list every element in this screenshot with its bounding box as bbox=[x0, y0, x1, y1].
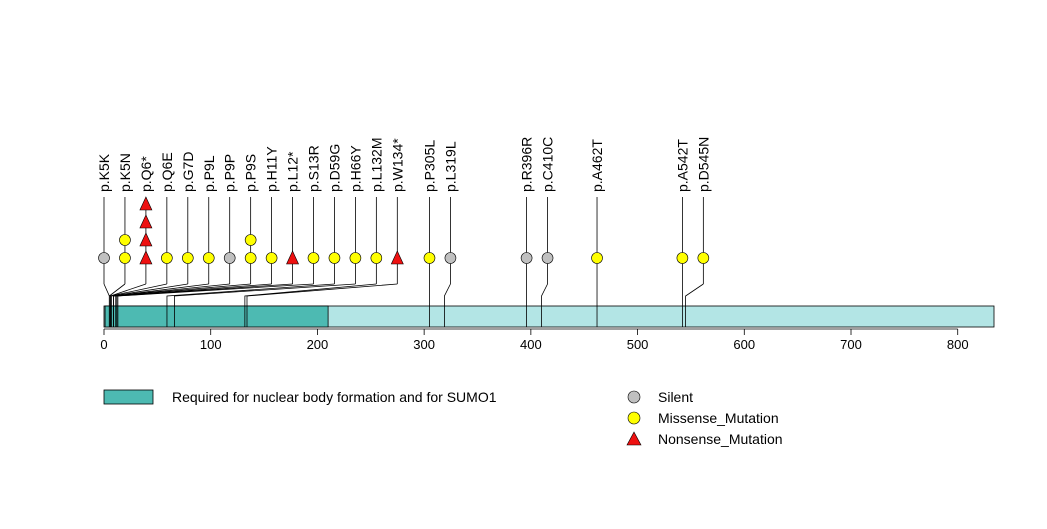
mutation-label-p-p9s: p.P9S bbox=[243, 154, 259, 192]
marker-p-p9s-1 bbox=[244, 234, 257, 246]
marker-p-h11y-0 bbox=[265, 252, 278, 264]
marker-p-l319l-0 bbox=[444, 252, 457, 264]
mutation-label-p-p305l: p.P305L bbox=[421, 140, 437, 192]
marker-p-k5n-1 bbox=[119, 234, 131, 246]
legend-marker-missense-mutation bbox=[627, 411, 641, 425]
marker-p-l132m-0 bbox=[370, 252, 383, 264]
legend-marker-silent bbox=[627, 390, 641, 404]
x-tick-label-400: 400 bbox=[520, 337, 542, 352]
marker-p-l12-0 bbox=[286, 250, 300, 265]
marker-p-r396r-0 bbox=[520, 252, 533, 264]
mutation-label-p-d545n: p.D545N bbox=[695, 137, 711, 192]
mutation-label-p-s13r: p.S13R bbox=[306, 145, 322, 192]
mutation-label-p-k5k: p.K5K bbox=[96, 153, 112, 192]
marker-p-d545n-0 bbox=[697, 252, 710, 264]
marker-p-p305l-0 bbox=[423, 252, 436, 264]
mutation-label-p-p9l: p.P9L bbox=[201, 155, 217, 192]
x-axis: 0 100 200 300 400 500 600 700 800 bbox=[100, 328, 969, 352]
lollipop-stems bbox=[103, 197, 704, 284]
mutation-markers bbox=[98, 196, 710, 265]
marker-p-d59g-0 bbox=[328, 252, 341, 264]
marker-p-a462t-0 bbox=[591, 252, 603, 264]
x-tick-label-100: 100 bbox=[200, 337, 222, 352]
marker-p-q6e-0 bbox=[161, 252, 173, 264]
marker-p-k5k-0 bbox=[98, 252, 110, 264]
legend-domain-label: Required for nuclear body formation and … bbox=[172, 389, 497, 405]
mutation-label-p-r396r: p.R396R bbox=[519, 137, 535, 192]
marker-p-w134-0 bbox=[390, 250, 404, 265]
mutation-label-p-c410c: p.C410C bbox=[540, 137, 556, 192]
legend-label-silent: Silent bbox=[658, 389, 693, 405]
mutation-label-p-w134: p.W134* bbox=[389, 138, 405, 192]
marker-p-g7d-0 bbox=[182, 252, 194, 264]
legend-domain-swatch bbox=[103, 389, 154, 405]
marker-p-q6-1 bbox=[139, 232, 153, 247]
marker-p-q6-3 bbox=[139, 196, 153, 211]
legend-marker-nonsense-mutation bbox=[626, 431, 642, 446]
mutation-label-p-h11y: p.H11Y bbox=[264, 146, 280, 192]
legend-label-missense-mutation: Missense_Mutation bbox=[658, 410, 779, 426]
mutation-label-p-l132m: p.L132M bbox=[368, 138, 384, 192]
mutation-label-p-h66y: p.H66Y bbox=[347, 145, 363, 192]
domain-bar-required-for-nuclear-body-formation-and-for-sumo1 bbox=[104, 305, 329, 328]
legend: Required for nuclear body formation and … bbox=[103, 389, 783, 447]
marker-p-s13r-0 bbox=[307, 252, 320, 264]
x-tick-label-500: 500 bbox=[627, 337, 649, 352]
marker-p-q6-0 bbox=[139, 250, 153, 265]
mutation-label-p-q6: p.Q6* bbox=[138, 156, 154, 192]
marker-p-p9p-0 bbox=[223, 252, 236, 264]
mutation-label-p-a462t: p.A462T bbox=[589, 139, 605, 192]
mutation-label-p-l12: p.L12* bbox=[285, 151, 301, 192]
marker-p-k5n-0 bbox=[119, 252, 131, 264]
x-tick-label-600: 600 bbox=[733, 337, 755, 352]
mutation-label-p-p9p: p.P9P bbox=[222, 154, 238, 192]
legend-label-nonsense-mutation: Nonsense_Mutation bbox=[658, 431, 783, 447]
mutation-labels: p.K5K p.K5N p.Q6* p.Q6E p.G7D p.P9L p.P9P p.P9S… bbox=[96, 137, 711, 192]
marker-p-a542t-0 bbox=[676, 252, 689, 264]
mutation-label-p-k5n: p.K5N bbox=[117, 153, 133, 192]
x-tick-label-800: 800 bbox=[947, 337, 969, 352]
marker-p-p9l-0 bbox=[202, 252, 215, 264]
marker-p-q6-2 bbox=[139, 214, 153, 229]
marker-p-h66y-0 bbox=[349, 252, 362, 264]
mutation-label-p-g7d: p.G7D bbox=[180, 152, 196, 192]
mutation-label-p-l319l: p.L319L bbox=[442, 141, 458, 192]
mutation-label-p-q6e: p.Q6E bbox=[159, 152, 175, 192]
x-tick-label-200: 200 bbox=[307, 337, 329, 352]
marker-p-p9s-0 bbox=[244, 252, 257, 264]
x-tick-label-300: 300 bbox=[413, 337, 435, 352]
mutation-label-p-d59g: p.D59G bbox=[326, 144, 342, 192]
protein-backbone bbox=[103, 305, 995, 328]
x-tick-label-0: 0 bbox=[100, 337, 107, 352]
marker-p-c410c-0 bbox=[541, 252, 554, 264]
x-tick-label-700: 700 bbox=[840, 337, 862, 352]
mutation-label-p-a542t: p.A542T bbox=[674, 139, 690, 192]
